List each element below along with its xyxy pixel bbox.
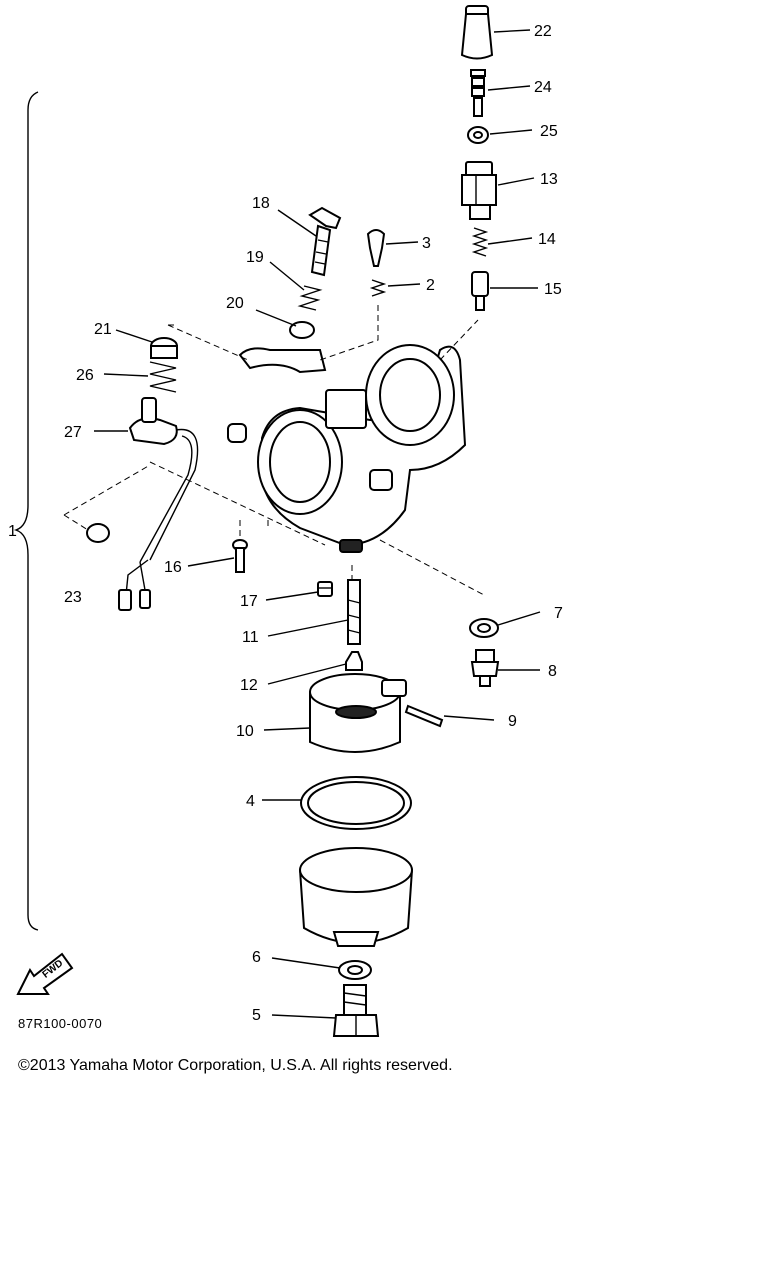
callout-20: 20 — [226, 295, 244, 312]
part-11-needle-jet — [347, 579, 361, 645]
callout-25: 25 — [540, 123, 558, 140]
callout-8: 8 — [548, 663, 557, 680]
part-9-float-pin — [404, 704, 444, 728]
part-8-needle-valve — [470, 649, 500, 687]
callout-10: 10 — [236, 723, 254, 740]
callout-6: 6 — [252, 949, 261, 966]
fwd-arrow-icon: FWD — [16, 952, 74, 995]
callout-7: 7 — [554, 605, 563, 622]
float-bowl — [298, 847, 414, 947]
carburetor-body — [227, 344, 467, 553]
callout-4: 4 — [246, 793, 255, 810]
callout-2: 2 — [426, 277, 435, 294]
part-15-throttle-valve — [471, 271, 489, 311]
part-2-spring — [369, 279, 387, 297]
part-23-washer — [86, 523, 110, 543]
part-13-cap-nut — [461, 161, 497, 220]
callout-22: 22 — [534, 23, 552, 40]
part-5-drain-bolt — [332, 984, 380, 1037]
callout-18: 18 — [252, 195, 270, 212]
part-24-needle — [470, 69, 486, 117]
callout-14: 14 — [538, 231, 556, 248]
copyright-notice: ©2013 Yamaha Motor Corporation, U.S.A. A… — [18, 1057, 453, 1074]
callout-9: 9 — [508, 713, 517, 730]
callout-15: 15 — [544, 281, 562, 298]
leader-lines — [94, 29, 541, 1019]
callout-27: 27 — [64, 424, 82, 441]
callout-24: 24 — [534, 79, 552, 96]
carburetor-exploded-diagram: 22 24 25 13 14 15 18 3 19 2 20 21 26 27 … — [8, 5, 563, 1037]
callout-17: 17 — [240, 593, 258, 610]
callout-5: 5 — [252, 1007, 261, 1024]
part-27-choke-wire — [118, 397, 199, 611]
part-4-gasket — [300, 776, 412, 830]
part-19-spring — [297, 285, 323, 311]
callout-11: 11 — [242, 629, 259, 646]
callout-23: 23 — [64, 589, 82, 606]
callout-13: 13 — [540, 171, 558, 188]
callout-21: 21 — [94, 321, 112, 338]
part-21-cap — [150, 337, 178, 359]
assembly-bracket — [13, 91, 39, 931]
callout-16: 16 — [164, 559, 182, 576]
part-3-pilot-screw — [366, 229, 386, 267]
part-17-plug — [317, 581, 333, 597]
part-18-screw — [308, 206, 342, 277]
part-22-cap — [460, 5, 494, 60]
callout-12: 12 — [240, 677, 258, 694]
callout-1: 1 — [8, 523, 17, 540]
part-16-jet — [232, 539, 248, 573]
part-26-spring — [149, 361, 177, 393]
part-10-float — [309, 673, 407, 753]
drawing-code: 87R100-0070 — [18, 1016, 103, 1031]
part-14-spring — [471, 227, 489, 257]
callout-26: 26 — [76, 367, 94, 384]
part-7-washer — [469, 618, 499, 638]
callout-3: 3 — [422, 235, 431, 252]
part-25-washer — [467, 126, 489, 144]
part-6-washer — [338, 960, 372, 980]
callout-19: 19 — [246, 249, 264, 266]
part-12-main-jet — [345, 651, 363, 671]
